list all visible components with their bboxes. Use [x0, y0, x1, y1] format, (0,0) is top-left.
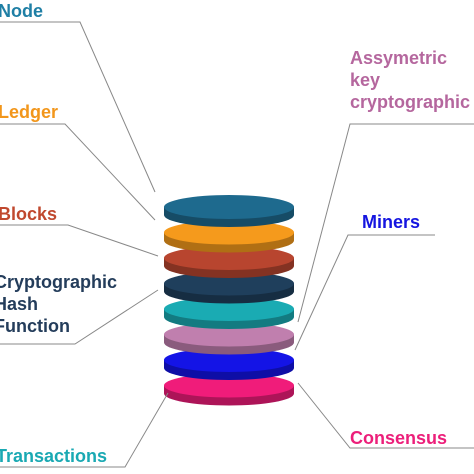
disk-hash: [164, 271, 294, 304]
disk-blocks-top: [164, 246, 294, 270]
label-asym-line-3: cryptographic: [350, 92, 471, 112]
label-consensus: Consensus: [350, 428, 448, 448]
leader-line-miners: [294, 234, 435, 351]
disk-asymmetric-top: [164, 322, 294, 347]
leader-line-node: [0, 21, 156, 193]
disk-hash-top: [164, 271, 294, 296]
disk-stack: [164, 195, 294, 406]
label-miners: Miners: [362, 212, 421, 232]
leader-line-asymmetric: [297, 123, 474, 323]
disk-ledger: [164, 220, 294, 253]
label-node: Node: [0, 1, 43, 21]
disk-miners: [164, 348, 294, 380]
label-transactions: Transactions: [0, 446, 108, 466]
label-cryptographic-hash-function: Cryptographic Hash Function: [0, 271, 117, 337]
disk-node-top: [164, 195, 294, 219]
leader-lines: [0, 21, 474, 468]
disk-consensus: [164, 373, 294, 406]
label-ledger: Ledger: [0, 102, 59, 122]
label-asym-line-1: Assymetric: [350, 48, 448, 68]
leader-line-ledger: [0, 123, 156, 221]
disk-consensus-top: [164, 373, 294, 398]
label-blocks: Blocks: [0, 204, 58, 224]
leader-line-consensus: [297, 382, 474, 449]
label-hash-line-1: Cryptographic: [0, 272, 118, 292]
leader-line-transactions: [0, 392, 169, 468]
label-asym-line-2: key: [350, 70, 381, 90]
disk-transactions-top: [164, 297, 294, 321]
disk-transactions: [164, 297, 294, 329]
disk-blocks: [164, 246, 294, 278]
disk-ledger-top: [164, 220, 294, 245]
disk-node: [164, 195, 294, 227]
label-hash-line-2: Hash: [0, 294, 39, 314]
leader-line-blocks: [0, 224, 159, 257]
leader-line-hash: [0, 289, 159, 345]
label-asymmetric-key-cryptography: Assymetric key cryptographic: [350, 47, 470, 113]
label-hash-line-3: Function: [0, 316, 70, 336]
disk-asymmetric: [164, 322, 294, 355]
disk-miners-top: [164, 348, 294, 372]
